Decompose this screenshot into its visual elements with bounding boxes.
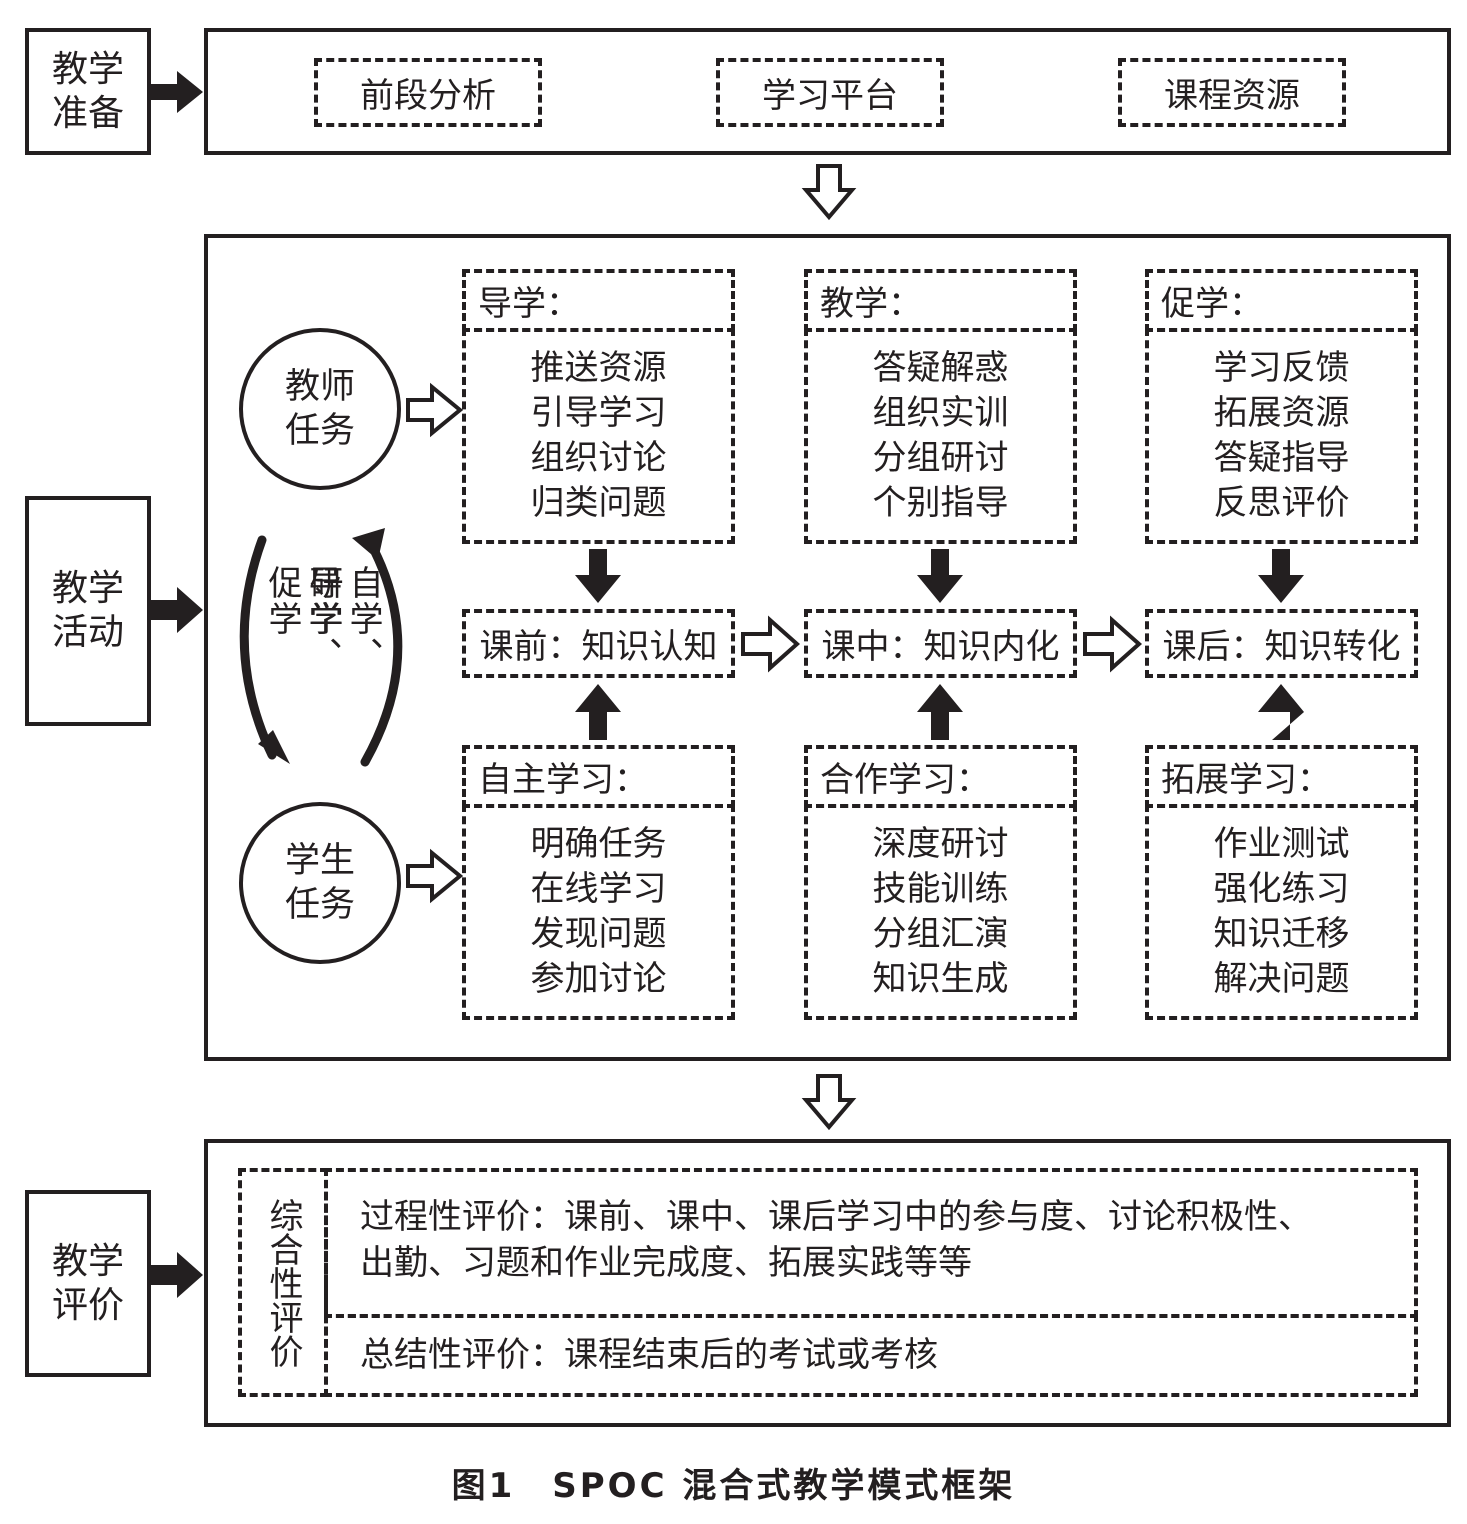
solid-arrow-down-1 bbox=[575, 549, 621, 603]
label-line: 教学 bbox=[51, 1240, 124, 1282]
figure-caption: 图1 SPOC 混合式教学模式框架 bbox=[451, 1466, 1016, 1506]
circle-line: 教师 bbox=[284, 367, 355, 407]
hollow-arrow-down-1 bbox=[801, 164, 857, 221]
evaluation-summative: 总结性评价：课程结束后的考试或考核 bbox=[324, 1314, 1418, 1397]
list-item: 学习反馈 bbox=[1213, 348, 1350, 388]
solid-arrow-down-3 bbox=[1258, 549, 1304, 603]
student-col-2-body: 深度研讨 技能训练 分组汇演 知识生成 bbox=[804, 804, 1077, 1020]
list-item: 在线学习 bbox=[530, 869, 667, 909]
hollow-arrow-right-stage-2 bbox=[1083, 615, 1143, 673]
label-line: 教学 bbox=[51, 48, 124, 90]
evaluation-panel bbox=[204, 1139, 1451, 1427]
hollow-arrow-right-stage-1 bbox=[741, 615, 801, 673]
cycle-label-guide: 导学、 促学 bbox=[252, 565, 352, 735]
evaluation-side-label: 综合性评价 bbox=[238, 1168, 328, 1397]
teacher-col-3-body: 学习反馈 拓展资源 答疑指导 反思评价 bbox=[1145, 328, 1418, 544]
cycle-arrowhead-right bbox=[352, 528, 385, 560]
activity-panel bbox=[204, 234, 1451, 1061]
cycle-arc-left bbox=[239, 535, 277, 760]
label-line: 准备 bbox=[51, 92, 124, 134]
solid-arrow-right-evaluation bbox=[151, 1252, 203, 1298]
teacher-col-1-body: 推送资源 引导学习 组织讨论 归类问题 bbox=[462, 328, 735, 544]
cycle-line: 研学 bbox=[303, 565, 343, 637]
list-item: 组织实训 bbox=[872, 393, 1009, 433]
cycle-arrowhead-left bbox=[258, 730, 290, 764]
list-item: 深度研讨 bbox=[872, 824, 1009, 864]
evaluation-side-text: 综合性评价 bbox=[263, 1197, 303, 1368]
circle-line: 学生 bbox=[284, 841, 355, 881]
circle-line: 任务 bbox=[284, 885, 355, 925]
teacher-task-circle: 教师 任务 bbox=[239, 328, 401, 490]
student-col-2-header: 合作学习： bbox=[804, 745, 1077, 808]
prep-item-analysis: 前段分析 bbox=[314, 58, 542, 127]
list-item: 知识生成 bbox=[872, 959, 1009, 999]
label-line: 活动 bbox=[51, 612, 124, 653]
hollow-arrow-down-2 bbox=[801, 1074, 857, 1131]
list-item: 强化练习 bbox=[1213, 869, 1350, 909]
label-line: 教学 bbox=[51, 568, 124, 609]
process-line: 过程性评价：课前、课中、课后学习中的参与度、讨论积极性、 bbox=[360, 1197, 1312, 1237]
stage-post-class: 课后：知识转化 bbox=[1145, 609, 1418, 678]
prep-panel bbox=[204, 28, 1451, 155]
solid-arrow-down-2 bbox=[917, 549, 963, 603]
solid-arrow-up-3 bbox=[1258, 684, 1304, 740]
label-teaching-activity: 教学 活动 bbox=[25, 496, 151, 726]
list-item: 分组研讨 bbox=[872, 438, 1009, 478]
prep-item-resources: 课程资源 bbox=[1118, 58, 1346, 127]
circle-line: 任务 bbox=[284, 411, 355, 451]
hollow-arrow-right-teacher bbox=[406, 382, 464, 438]
cycle-line: 促学 bbox=[262, 565, 302, 637]
solid-arrow-right-activity bbox=[151, 587, 203, 633]
list-item: 分组汇演 bbox=[872, 914, 1009, 954]
label-teaching-prep: 教学 准备 bbox=[25, 28, 151, 155]
list-item: 拓展资源 bbox=[1213, 393, 1350, 433]
process-line: 出勤、习题和作业完成度、拓展实践等等 bbox=[360, 1243, 972, 1283]
list-item: 推送资源 bbox=[530, 348, 667, 388]
list-item: 个别指导 bbox=[872, 483, 1009, 523]
list-item: 引导学习 bbox=[530, 393, 667, 433]
cycle-label-self: 自学、 研学 bbox=[293, 565, 393, 735]
list-item: 明确任务 bbox=[530, 824, 667, 864]
label-teaching-evaluation: 教学 评价 bbox=[25, 1190, 151, 1377]
solid-arrow-right-prep bbox=[151, 71, 203, 113]
list-item: 知识迁移 bbox=[1213, 914, 1350, 954]
solid-arrow-up-1 bbox=[575, 684, 621, 740]
label-line: 评价 bbox=[51, 1284, 124, 1326]
summative-line: 总结性评价：课程结束后的考试或考核 bbox=[360, 1335, 938, 1375]
teacher-col-2-body: 答疑解惑 组织实训 分组研讨 个别指导 bbox=[804, 328, 1077, 544]
list-item: 答疑解惑 bbox=[872, 348, 1009, 388]
list-item: 归类问题 bbox=[530, 483, 667, 523]
list-item: 组织讨论 bbox=[530, 438, 667, 478]
stage-pre-class: 课前：知识认知 bbox=[462, 609, 735, 678]
list-item: 技能训练 bbox=[872, 869, 1009, 909]
list-item: 解决问题 bbox=[1213, 959, 1350, 999]
student-col-3-body: 作业测试 强化练习 知识迁移 解决问题 bbox=[1145, 804, 1418, 1020]
list-item: 参加讨论 bbox=[530, 959, 667, 999]
teacher-col-3-header: 促学： bbox=[1145, 269, 1418, 332]
hollow-arrow-right-student bbox=[406, 848, 464, 904]
cycle-line: 导学、 bbox=[302, 565, 342, 673]
student-col-1-body: 明确任务 在线学习 发现问题 参加讨论 bbox=[462, 804, 735, 1020]
prep-item-platform: 学习平台 bbox=[716, 58, 944, 127]
list-item: 发现问题 bbox=[530, 914, 667, 954]
stage-in-class: 课中：知识内化 bbox=[804, 609, 1077, 678]
cycle-arc-right bbox=[360, 537, 403, 767]
solid-arrow-up-2 bbox=[917, 684, 963, 740]
list-item: 答疑指导 bbox=[1213, 438, 1350, 478]
list-item: 作业测试 bbox=[1213, 824, 1350, 864]
list-item: 反思评价 bbox=[1213, 483, 1350, 523]
student-task-circle: 学生 任务 bbox=[239, 802, 401, 964]
cycle-line: 自学、 bbox=[343, 565, 383, 673]
